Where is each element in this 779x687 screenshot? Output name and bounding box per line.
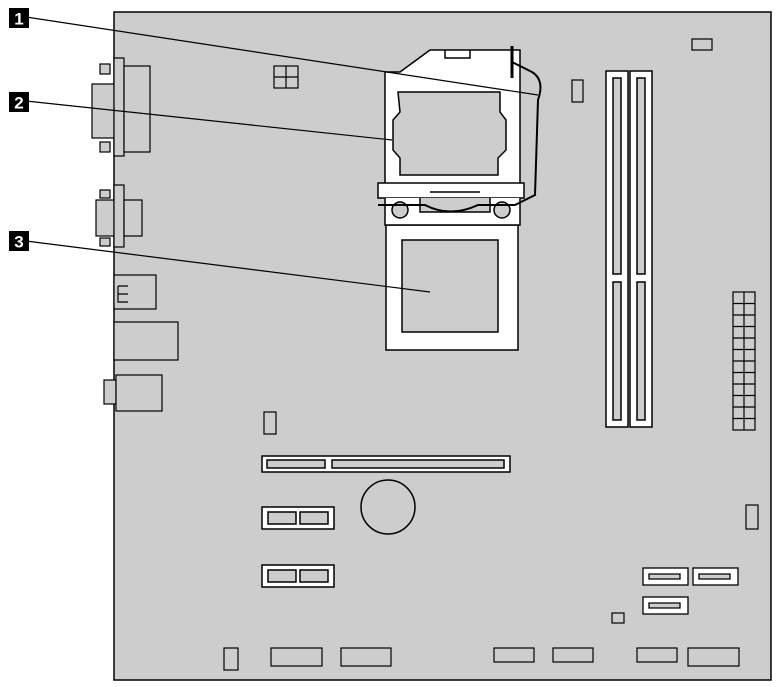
- leader-line-1: [25, 16, 539, 96]
- memory-slot-2: [629, 70, 653, 428]
- pci-express-x1-slot-1: [261, 506, 335, 530]
- callout-2-label: 2: [14, 94, 23, 113]
- bottom-connector-4: [493, 647, 535, 663]
- sata-connector-3: [642, 596, 689, 615]
- bottom-connector-6: [636, 647, 678, 663]
- cpu-retainer-frame: [384, 49, 521, 186]
- callout-1-box: [9, 8, 29, 28]
- serial-port-lower: [95, 184, 143, 248]
- pci-express-x16-slot: [261, 455, 511, 473]
- cpu-socket: [385, 224, 519, 351]
- leader-line-3: [25, 240, 431, 293]
- callout-2: 2: [9, 92, 29, 113]
- bottom-connector-2: [270, 647, 323, 667]
- memory-slot-1: [605, 70, 629, 428]
- small-component-top-right: [691, 38, 713, 51]
- callout-3-label: 3: [14, 233, 23, 252]
- audio-port: [103, 374, 163, 412]
- bottom-connector-5: [552, 647, 594, 663]
- bottom-connector-1: [223, 647, 239, 671]
- bottom-connector-3: [340, 647, 392, 667]
- sata-connector-1: [642, 567, 689, 586]
- cmos-battery: [360, 479, 416, 535]
- power-connector-24pin: [732, 291, 756, 431]
- small-component-near-sata: [611, 612, 625, 624]
- callout-1-label: 1: [14, 10, 23, 29]
- callout-2-box: [9, 92, 29, 112]
- pci-express-x1-slot-2: [261, 564, 335, 588]
- leader-line-2: [25, 100, 393, 141]
- callout-3: 3: [9, 231, 29, 252]
- power-connector-4pin: [273, 65, 299, 89]
- serial-port-upper: [91, 57, 151, 157]
- callout-3-box: [9, 231, 29, 251]
- small-component-left-mid: [263, 411, 277, 435]
- small-component-near-socket: [571, 79, 584, 103]
- sata-connector-2: [692, 567, 739, 586]
- bottom-connector-7: [687, 647, 740, 667]
- callout-1: 1: [9, 8, 29, 29]
- usb-port: [113, 274, 157, 310]
- cpu-retaining-lever: [378, 46, 542, 213]
- small-component-right-mid: [745, 504, 759, 530]
- ethernet-port: [113, 321, 179, 361]
